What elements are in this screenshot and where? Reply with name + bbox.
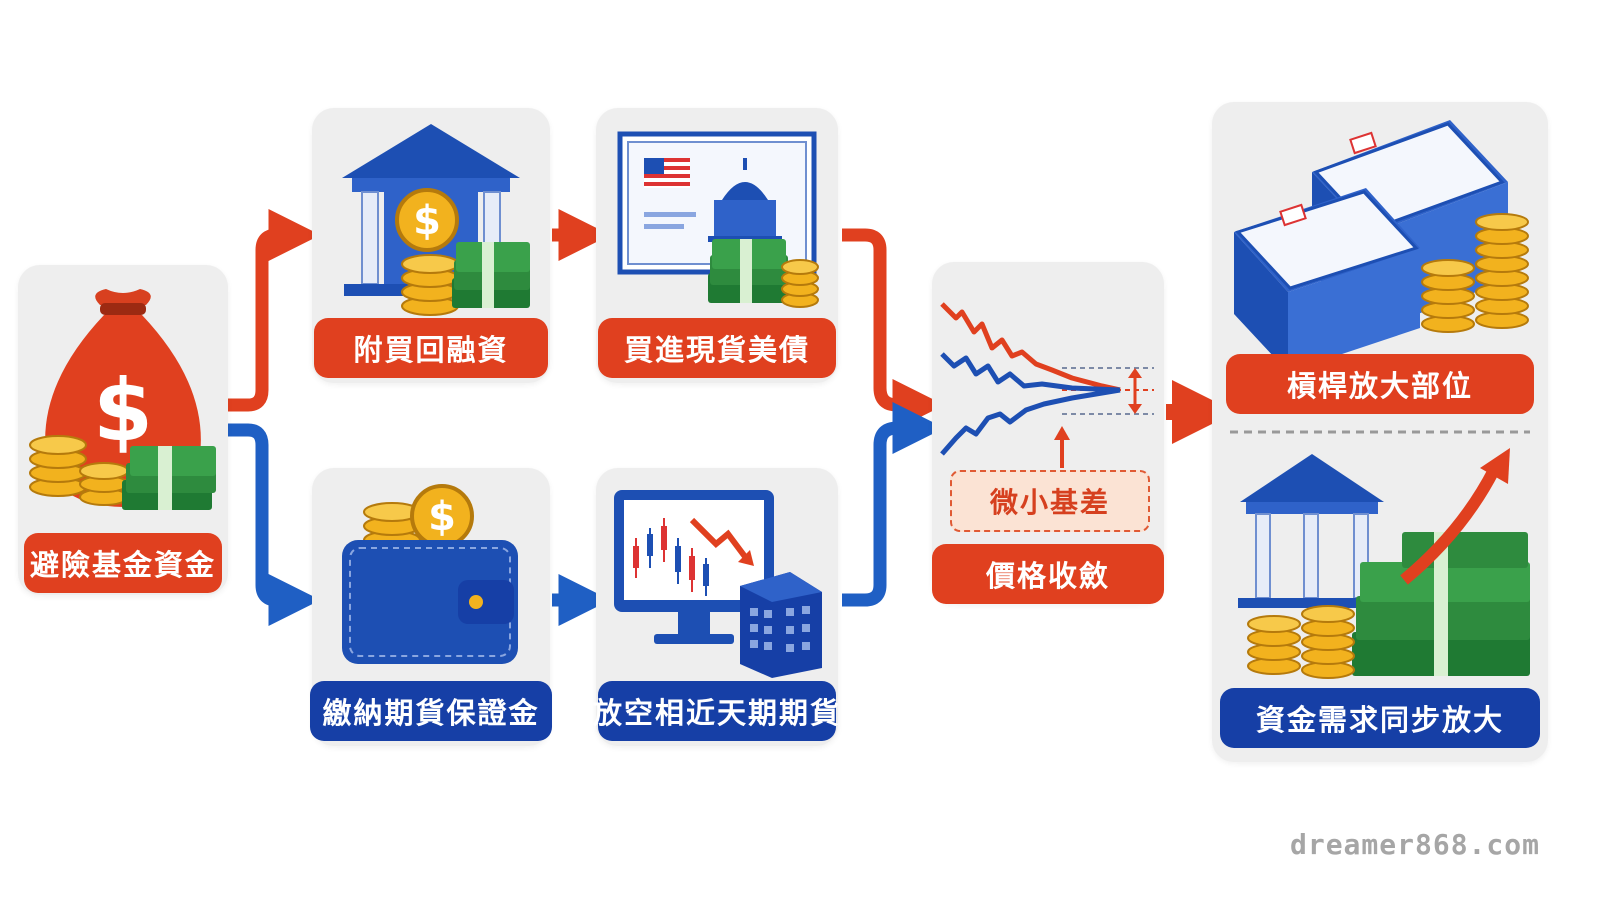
result-illustration (1230, 120, 1530, 679)
node-hedge-fund: 避險基金資金 (24, 533, 222, 593)
card-short-futures: 放空相近天期期貨 (593, 468, 839, 746)
svg-text:$: $ (428, 494, 456, 540)
building-icon (740, 572, 822, 678)
node-leverage: 槓桿放大部位 (1226, 354, 1534, 414)
arrow-short-to-converge (842, 402, 945, 607)
svg-text:$: $ (93, 361, 153, 461)
card-buy-treasury: 買進現貨美債 (596, 108, 838, 383)
arrow-fund-to-repo (228, 209, 321, 412)
us-flag-icon (644, 158, 690, 188)
bank-coin-icon: $ (342, 124, 530, 316)
small-basis-label: 微小基差 (950, 470, 1150, 532)
growth-arrow-icon (1400, 448, 1510, 585)
card-futures-margin: $ 繳納期貨保證金 (310, 468, 552, 746)
bank-icon (1238, 454, 1386, 608)
treasury-certificate-icon (617, 131, 819, 308)
watermark: dreamer868.com (1289, 828, 1540, 861)
node-repo: 附買回融資 (314, 318, 548, 378)
coin-stack-icon (29, 435, 129, 506)
wallet-icon: $ (342, 484, 518, 664)
card-repo: $ 附買回融資 (312, 108, 550, 383)
svg-text:$: $ (413, 198, 441, 244)
coin-stack-icon (1421, 213, 1529, 333)
cash-stack-icon (122, 446, 216, 510)
cash-stack-icon (1352, 532, 1530, 676)
card-convergence: 微小基差 價格收斂 (932, 262, 1164, 604)
convergence-chart-icon (940, 302, 1154, 468)
coin-stack-icon (1247, 605, 1355, 679)
chart-monitor-icon (614, 490, 822, 678)
arrow-treasury-to-converge (842, 228, 945, 431)
money-bag-icon: $ (29, 289, 216, 510)
candlestick-icon (633, 518, 709, 596)
card-result: 槓桿放大部位 資金需求同步放大 (1212, 102, 1548, 762)
node-funding: 資金需求同步放大 (1220, 688, 1540, 748)
node-convergence: 價格收斂 (932, 544, 1164, 604)
card-hedge-fund: $ 避險基金資金 (18, 265, 228, 595)
bond-stack-icon (1234, 120, 1508, 372)
arrow-fund-to-margin (228, 423, 321, 626)
node-buy-treasury: 買進現貨美債 (598, 318, 836, 378)
node-short-futures: 放空相近天期期貨 (593, 681, 839, 741)
node-futures-margin: 繳納期貨保證金 (310, 681, 552, 741)
